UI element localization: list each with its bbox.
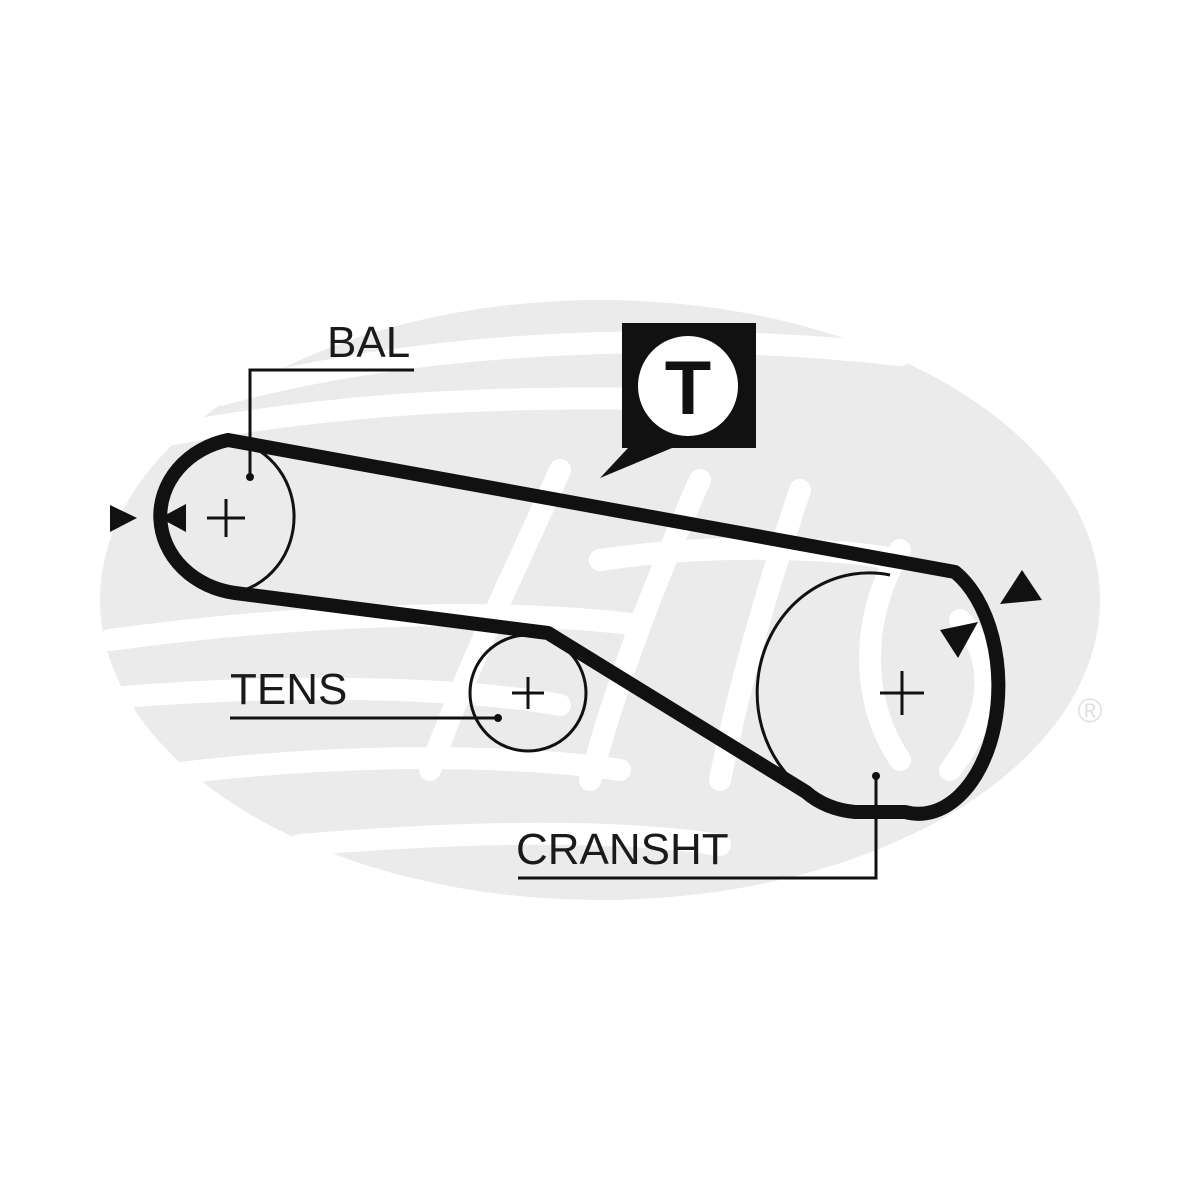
- badge-letter: T: [665, 346, 711, 431]
- triangle-arrow-icon: [160, 504, 186, 532]
- balance-pulley: [207, 438, 296, 595]
- plus-icon: [207, 499, 245, 537]
- triangle-arrow-icon: [940, 622, 978, 658]
- tensioner-pulley: [468, 633, 588, 753]
- plus-icon: [512, 677, 544, 709]
- speech-bubble-icon: T: [600, 323, 756, 478]
- triangle-arrow-icon: [110, 505, 137, 532]
- balance-leader-line: [248, 368, 414, 477]
- crankshaft-leader-line: [518, 776, 878, 880]
- registered-mark: ®: [1077, 692, 1102, 730]
- timing-marks: [110, 504, 1042, 658]
- crankshaft-label: CRANSHT: [516, 825, 729, 874]
- crankshaft-pulley-arc: [755, 571, 891, 794]
- balance-label: BAL: [327, 318, 410, 367]
- leader-lines: [230, 368, 878, 880]
- balance-pulley-arc: [227, 438, 296, 595]
- triangle-arrow-icon: [1000, 570, 1042, 604]
- badge-circle: [638, 336, 738, 436]
- timing-belt: [153, 433, 1006, 821]
- tensioner-label: TENS: [230, 665, 347, 714]
- tensioner-pulley-circle: [468, 633, 588, 753]
- plus-icon: [880, 671, 924, 715]
